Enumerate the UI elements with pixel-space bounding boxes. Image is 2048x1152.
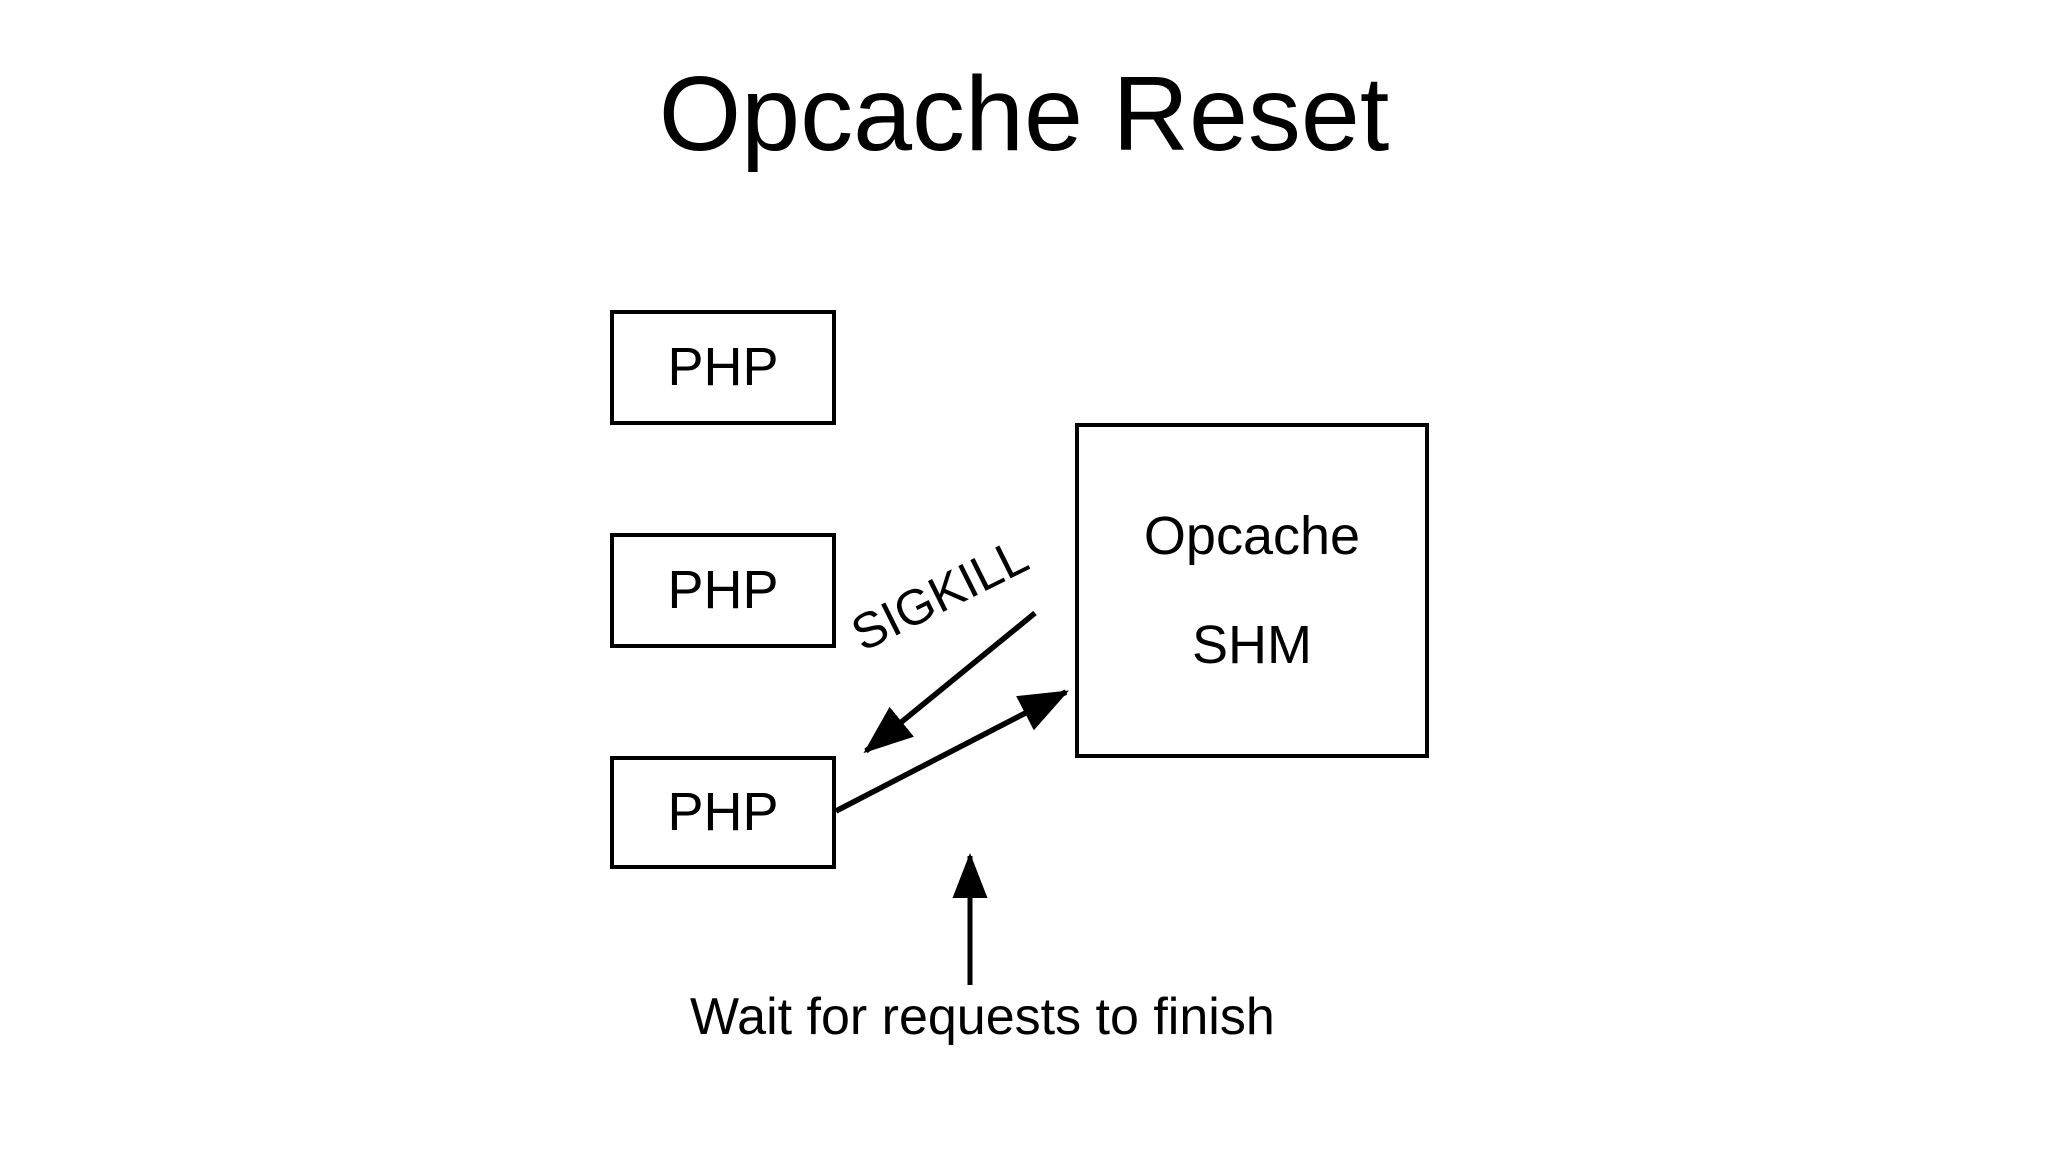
opcache-shm-label-line2: SHM (1192, 614, 1312, 675)
php-worker-label-3: PHP (667, 782, 779, 843)
php-worker-box-1[interactable]: PHP (610, 310, 836, 425)
php-worker-label-1: PHP (667, 337, 779, 398)
opcache-shm-label-line1: Opcache (1143, 506, 1361, 567)
page-title: Opcache Reset (658, 55, 1390, 173)
request-arrow (834, 689, 1069, 814)
sigkill-arrow (863, 610, 1037, 754)
wait-for-requests-caption: Wait for requests to finish (690, 988, 1275, 1046)
php-worker-box-2[interactable]: PHP (610, 533, 836, 648)
php-worker-box-3[interactable]: PHP (610, 756, 836, 869)
php-worker-label-2: PHP (667, 560, 779, 621)
opcache-shm-box[interactable]: Opcache SHM (1075, 423, 1429, 758)
